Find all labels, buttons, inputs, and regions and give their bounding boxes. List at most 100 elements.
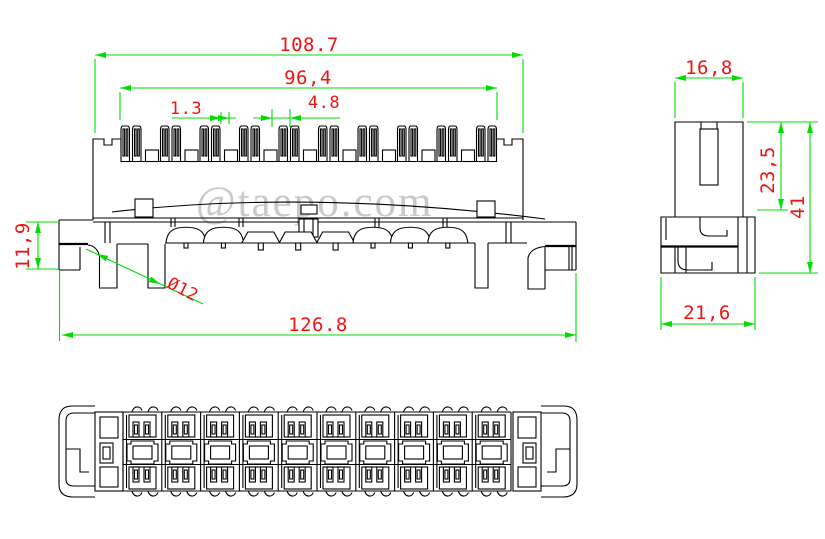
contact-slot-hatch <box>338 469 344 480</box>
contact-slot <box>248 466 256 483</box>
clip-tab <box>380 491 392 497</box>
contact-cell <box>400 466 429 490</box>
dimension-arrow <box>732 75 743 81</box>
contact-slot <box>133 128 137 157</box>
front-view <box>58 125 577 290</box>
end-hook-finger <box>66 448 89 473</box>
contact-slot <box>404 421 412 438</box>
dimension-arrow <box>661 321 672 327</box>
jumper-opening-inner <box>481 445 502 460</box>
chamber-scallop <box>389 226 431 244</box>
clip-tab <box>131 491 143 497</box>
contact-slot <box>210 421 218 438</box>
chamber-foot <box>332 242 339 251</box>
dimension-arrow <box>120 85 131 91</box>
contact-slot <box>259 421 267 438</box>
chamber-foot <box>295 242 302 251</box>
module-unit <box>125 406 159 497</box>
clip-tab <box>302 406 314 412</box>
end-block-slot <box>99 442 114 464</box>
clip-tab <box>441 491 453 497</box>
contact-slot <box>441 128 445 157</box>
contact-slot <box>489 128 493 157</box>
contact-tooth-pair <box>120 125 142 163</box>
contact-slot-hatch <box>133 424 139 435</box>
contact-slot-hatch <box>300 469 305 480</box>
contact-cell <box>477 414 506 438</box>
contact-slot-hatch <box>366 469 371 480</box>
dimension-arrow <box>807 122 813 133</box>
jumper-opening <box>165 440 198 465</box>
side-outline <box>677 247 713 271</box>
contact-slot-hatch <box>494 469 499 480</box>
inter-tooth-block <box>223 149 239 163</box>
jumper-opening-inner <box>365 445 386 460</box>
front-outline <box>494 138 524 220</box>
contact-slot <box>374 128 377 157</box>
contact-slot <box>201 128 205 157</box>
contact-slot-hatch <box>261 424 266 435</box>
chamber-foot <box>445 242 451 249</box>
contact-slot <box>376 421 384 438</box>
contact-slot <box>481 421 489 438</box>
module-unit <box>164 406 198 497</box>
contact-slot <box>132 466 140 483</box>
contact-slot <box>370 128 374 157</box>
jumper-opening-inner <box>404 445 425 460</box>
contact-slot <box>323 128 326 157</box>
clip-tab <box>341 406 353 412</box>
contact-tooth-pair <box>278 125 300 163</box>
inter-tooth-block <box>302 149 318 163</box>
chamber-trapezoid <box>315 231 356 244</box>
front-outline <box>92 138 122 220</box>
end-block-slot <box>517 416 537 439</box>
inter-tooth-block <box>263 149 278 163</box>
contact-cell <box>167 414 196 438</box>
contact-slot-hatch <box>416 424 421 435</box>
side-view <box>660 121 756 274</box>
side-outline <box>699 217 728 237</box>
contact-tooth-pair <box>317 125 340 163</box>
end-hook-inner <box>541 412 571 487</box>
clip-tab <box>131 406 143 412</box>
bottom-view <box>58 405 578 498</box>
contact-slot <box>137 128 140 157</box>
clip-tab <box>147 406 159 412</box>
module-unit <box>242 406 275 497</box>
clip-tab <box>457 491 469 497</box>
contact-slot-hatch <box>261 469 266 480</box>
contact-slot <box>182 466 190 483</box>
contact-slot <box>255 128 259 157</box>
clip-tab <box>441 406 453 412</box>
contact-slot <box>143 421 151 438</box>
contact-slot-hatch <box>377 424 382 435</box>
contact-cell <box>400 414 429 438</box>
contact-slot <box>161 128 165 157</box>
clip-tab <box>419 491 431 497</box>
clip-tab <box>419 406 431 412</box>
contact-slot <box>359 128 363 157</box>
jumper-opening <box>475 440 508 465</box>
end-hook-outer <box>58 405 95 498</box>
contact-slot-hatch <box>133 469 139 480</box>
contact-slot <box>477 128 481 157</box>
contact-slot <box>221 466 229 483</box>
chamber-scallop <box>165 226 207 244</box>
contact-tooth-pair <box>436 125 458 163</box>
contact-slot <box>365 466 373 483</box>
chamber-scallop <box>427 226 469 244</box>
contact-cell <box>206 466 235 490</box>
contact-tooth-pair <box>199 125 221 163</box>
clip-tab <box>263 491 275 497</box>
contact-slot-hatch <box>172 424 177 435</box>
end-block-slot <box>517 466 537 488</box>
jumper-opening-inner <box>248 445 269 460</box>
inter-tooth-block <box>342 149 357 163</box>
contact-slot <box>404 466 412 483</box>
clip-tab <box>480 491 492 497</box>
contact-cell <box>206 414 235 438</box>
contact-slot <box>410 128 414 157</box>
dim-label-upper-height: 23,5 <box>757 146 779 194</box>
